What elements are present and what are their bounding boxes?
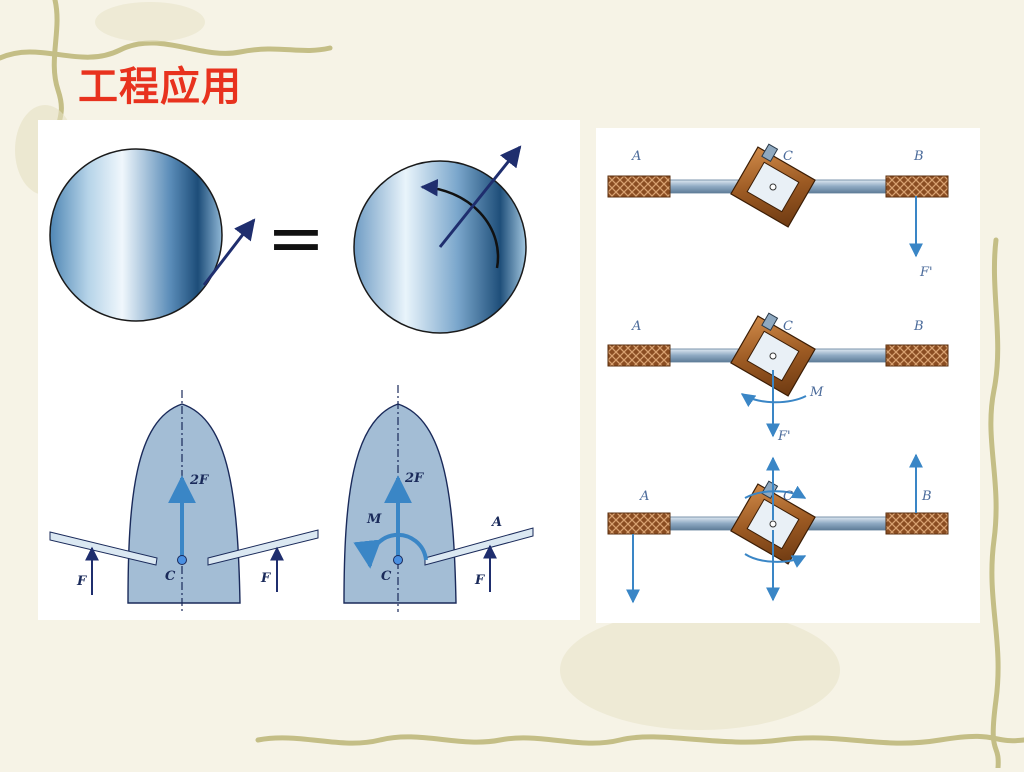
wrench-top-a: A <box>631 149 641 164</box>
tap-right-resultant-label: 2F <box>404 471 424 486</box>
equals-sign: = <box>267 197 326 279</box>
disk-right <box>353 145 527 334</box>
moment-arc <box>420 178 500 269</box>
tap-right <box>343 385 534 612</box>
disk-left <box>49 148 256 322</box>
tap-right-center-label: C <box>381 569 392 584</box>
tap-right-arm-label: A <box>490 515 502 530</box>
force-arrow-center <box>438 145 522 248</box>
wrench-bottom-a: A <box>639 489 649 504</box>
wrench-middle-force: F' <box>777 429 791 444</box>
tap-left <box>49 390 319 612</box>
wrench-middle-a: A <box>631 319 641 334</box>
tap-left-force-right: F <box>260 571 271 586</box>
wrench-top-b: B <box>913 149 924 164</box>
tap-right-moment-label: M <box>366 512 382 527</box>
wrench-middle <box>607 312 949 438</box>
tap-left-force-left: F <box>76 574 87 589</box>
wrench-bottom-c: C <box>783 489 793 504</box>
wrench-bottom-b: B <box>921 489 932 504</box>
wrench-middle-b: B <box>913 319 924 334</box>
force-arrow-tangent <box>202 218 256 286</box>
wrench-top-c: C <box>783 149 793 164</box>
wrench-top <box>607 143 949 258</box>
wrench-middle-c: C <box>783 319 793 334</box>
wrench-middle-moment: M <box>809 385 824 400</box>
wrench-top-force: F' <box>919 265 933 280</box>
tap-right-force-label: F <box>474 573 485 588</box>
tap-left-center-label: C <box>165 569 176 584</box>
wrench-bottom <box>607 453 949 604</box>
slide-title: 工程应用 <box>78 64 242 110</box>
tap-left-resultant-label: 2F <box>189 473 209 488</box>
tap-moment-arc <box>353 532 428 569</box>
